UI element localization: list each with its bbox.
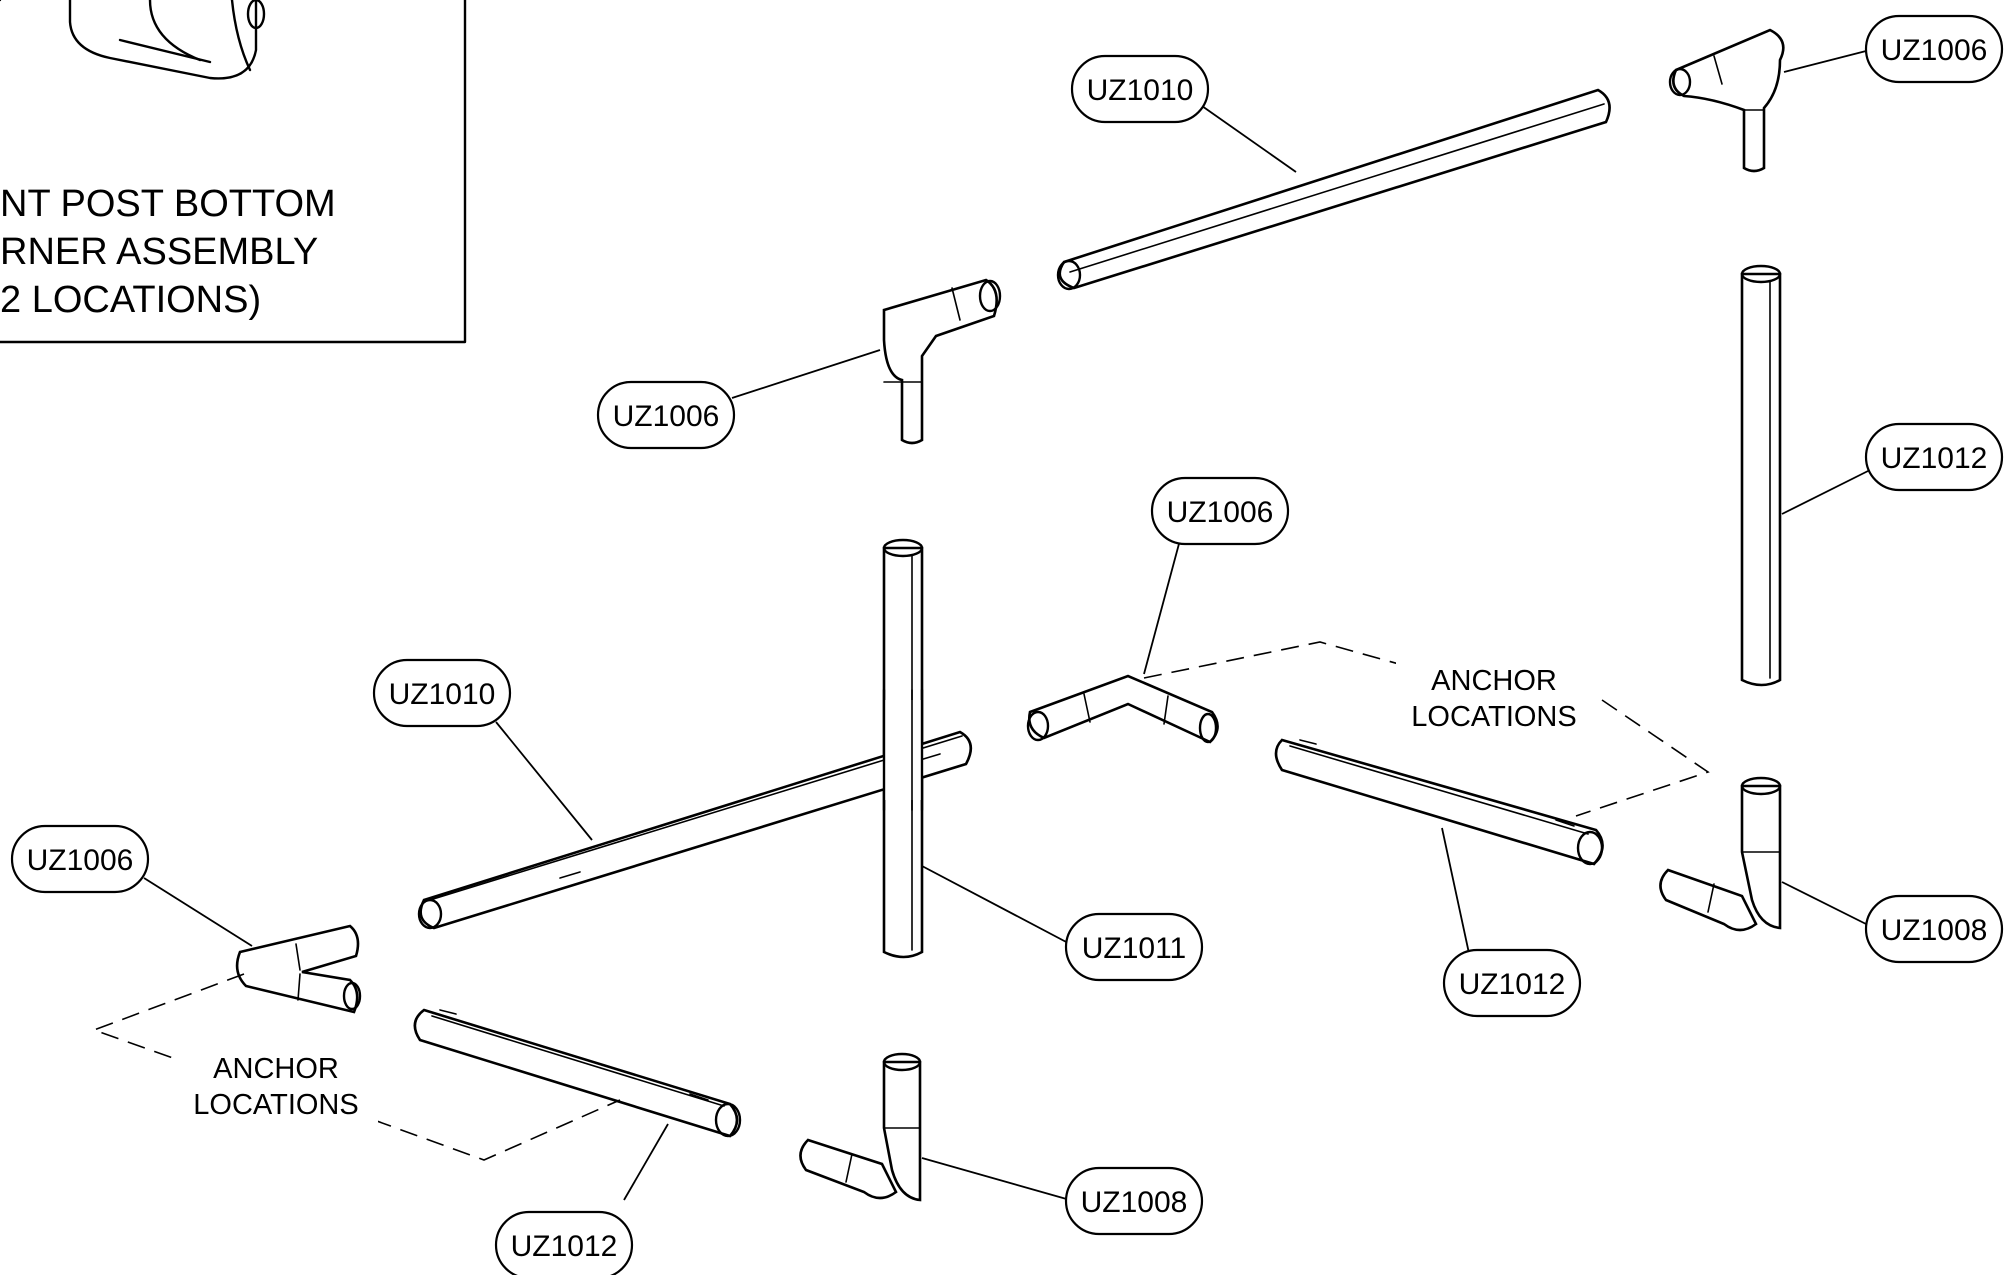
callout-label: UZ1006 [1881,34,1988,67]
center-bottom-elbow-fitting [799,1052,922,1202]
anchor-outline-right [1143,641,1710,817]
left-corner-fitting [235,924,362,1014]
callout-uz1010-top: UZ1010 [1070,54,1210,124]
callout-uz1006-left: UZ1006 [10,824,150,894]
callout-label: UZ1012 [511,1230,618,1263]
center-post-front [882,688,924,812]
anchor-label-line-2: LOCATIONS [193,1089,358,1121]
anchor-label-right: ANCHOR LOCATIONS [1396,660,1596,740]
right-bottom-elbow-fitting [1659,776,1782,932]
right-vertical-post [1740,264,1782,687]
callout-uz1011-center-post: UZ1011 [1064,912,1204,982]
callout-uz1008-center: UZ1008 [1064,1166,1204,1236]
callout-uz1006-upper-left: UZ1006 [596,380,736,450]
callout-uz1008-right: UZ1008 [1864,894,2004,964]
callout-uz1006-top-right: UZ1006 [1864,14,2004,84]
callout-label: UZ1010 [1087,74,1194,107]
callout-uz1012-left-rail: UZ1012 [494,1210,634,1275]
inset-corner-fitting [68,0,266,80]
anchor-outline-left [91,973,621,1161]
callout-label: UZ1011 [1082,932,1187,965]
left-long-rail [417,730,973,930]
callout-label: UZ1006 [27,844,134,877]
inset-title-line-2: RNER ASSEMBLY [0,231,318,273]
callout-label: UZ1008 [1881,914,1988,947]
callout-label: UZ1012 [1881,442,1988,475]
inset-detail-box: NT POST BOTTOM RNER ASSEMBLY 2 LOCATIONS… [0,0,467,344]
callout-label: UZ1006 [613,400,720,433]
left-lower-rail [413,1008,742,1138]
callout-uz1006-center: UZ1006 [1150,476,1290,546]
callout-label: UZ1012 [1459,968,1566,1001]
callout-uz1012-right-post: UZ1012 [1864,422,2004,492]
right-lower-rail [1274,738,1604,866]
upper-left-elbow-fitting [882,278,1002,445]
callout-label: UZ1008 [1081,1186,1188,1219]
callout-uz1010-left: UZ1010 [372,658,512,728]
top-right-elbow-fitting [1668,28,1785,173]
inset-title-line-3: 2 LOCATIONS) [0,279,261,321]
callout-label: UZ1010 [389,678,496,711]
leader-lines [143,49,1875,1201]
callout-uz1012-right-rail: UZ1012 [1442,948,1582,1018]
anchor-label-line-2: LOCATIONS [1411,701,1576,733]
anchor-label-line-1: ANCHOR [213,1053,339,1085]
anchor-label-line-1: ANCHOR [1431,665,1557,697]
center-elbow-fitting [1026,674,1219,744]
callout-label: UZ1006 [1167,496,1274,529]
top-rail-tube [1056,88,1611,291]
inset-title-line-1: NT POST BOTTOM [0,183,336,225]
anchor-label-left: ANCHOR LOCATIONS [178,1048,378,1128]
